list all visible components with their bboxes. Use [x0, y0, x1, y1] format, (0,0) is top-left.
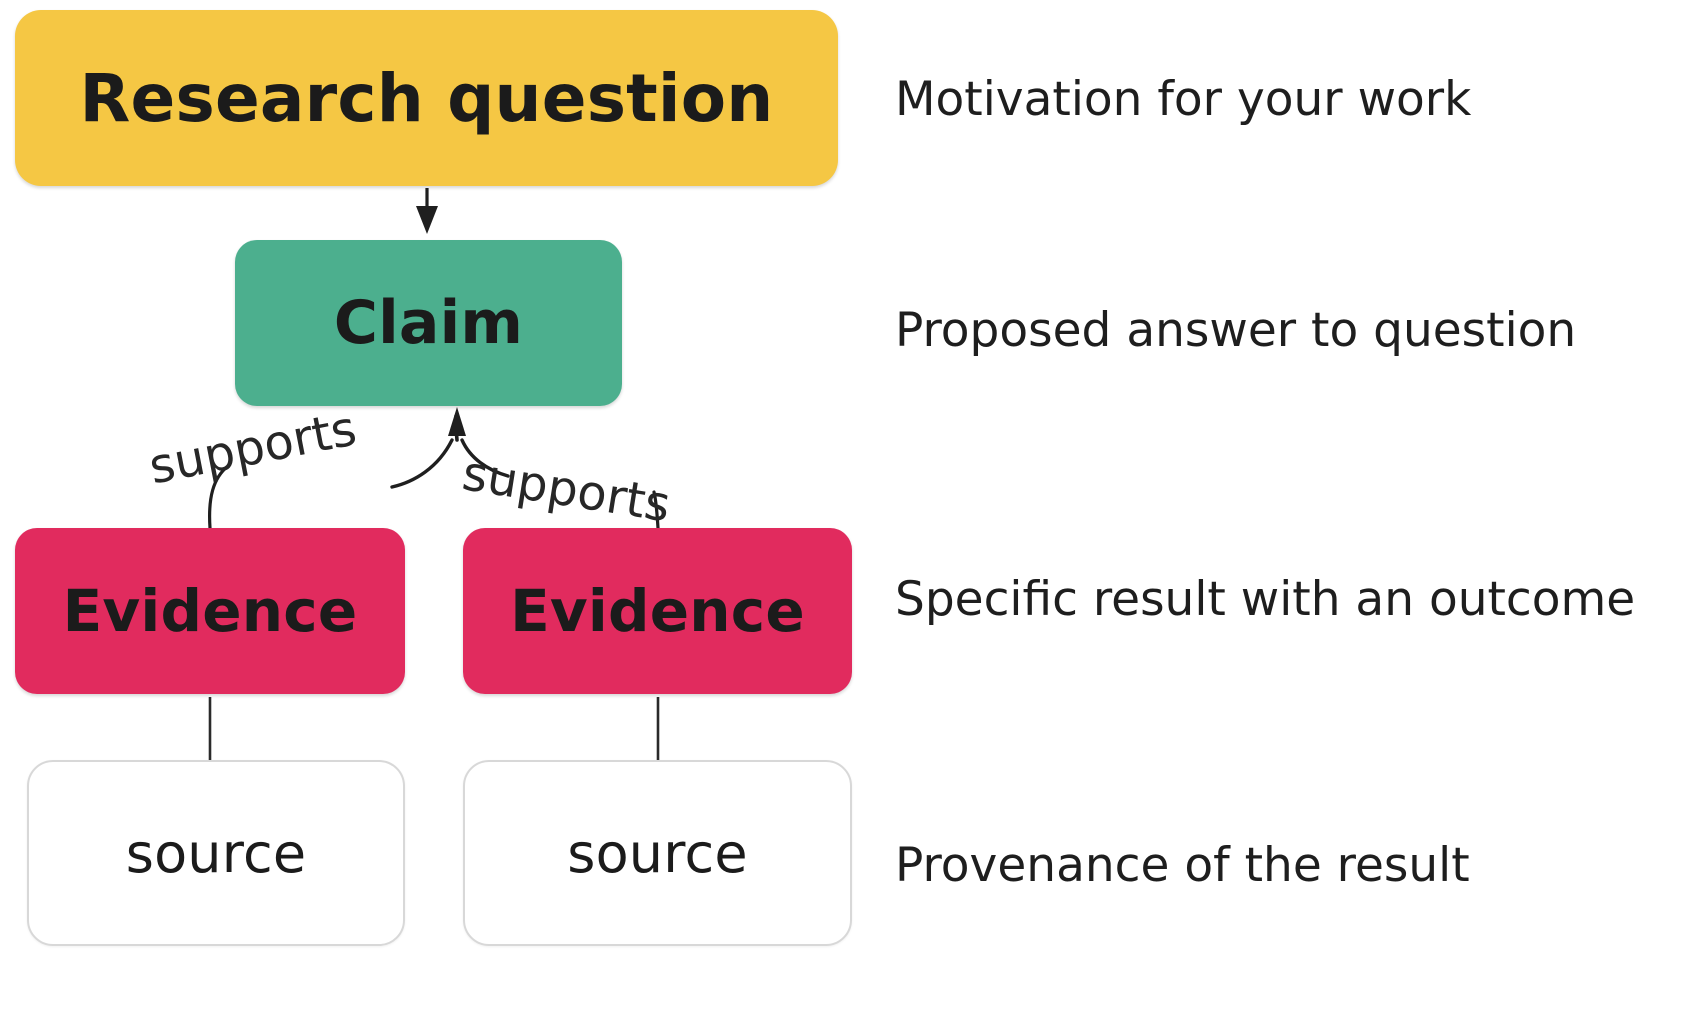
annotation-claim: Proposed answer to question [895, 303, 1577, 358]
arrowhead-rq-claim [416, 206, 438, 234]
edge-line-evidence1-upper [390, 438, 454, 489]
edge-label-supports-right: supports [458, 445, 675, 534]
node-research-question-label: Research question [79, 59, 774, 137]
edge-research-question-to-claim [416, 188, 438, 234]
arrowhead-into-claim [448, 407, 466, 436]
annotation-source: Provenance of the result [895, 838, 1470, 893]
node-source-2-label: source [567, 821, 748, 885]
node-source-1-label: source [125, 821, 307, 885]
node-source-1[interactable]: source [27, 760, 405, 946]
annotation-research-question: Motivation for your work [895, 72, 1472, 127]
node-research-question[interactable]: Research question [15, 10, 838, 186]
node-evidence-1-label: Evidence [62, 577, 358, 645]
node-source-2[interactable]: source [463, 760, 852, 946]
annotation-evidence: Specific result with an outcome [895, 572, 1636, 627]
node-evidence-2[interactable]: Evidence [463, 528, 852, 694]
node-evidence-2-label: Evidence [510, 577, 805, 645]
node-claim-label: Claim [333, 288, 524, 358]
edge-shaft-into-claim [454, 414, 459, 442]
edge-label-supports-left: supports [144, 400, 361, 496]
node-evidence-1[interactable]: Evidence [15, 528, 405, 694]
node-claim[interactable]: Claim [235, 240, 622, 406]
arrowhead-supports-into-claim [448, 407, 466, 442]
